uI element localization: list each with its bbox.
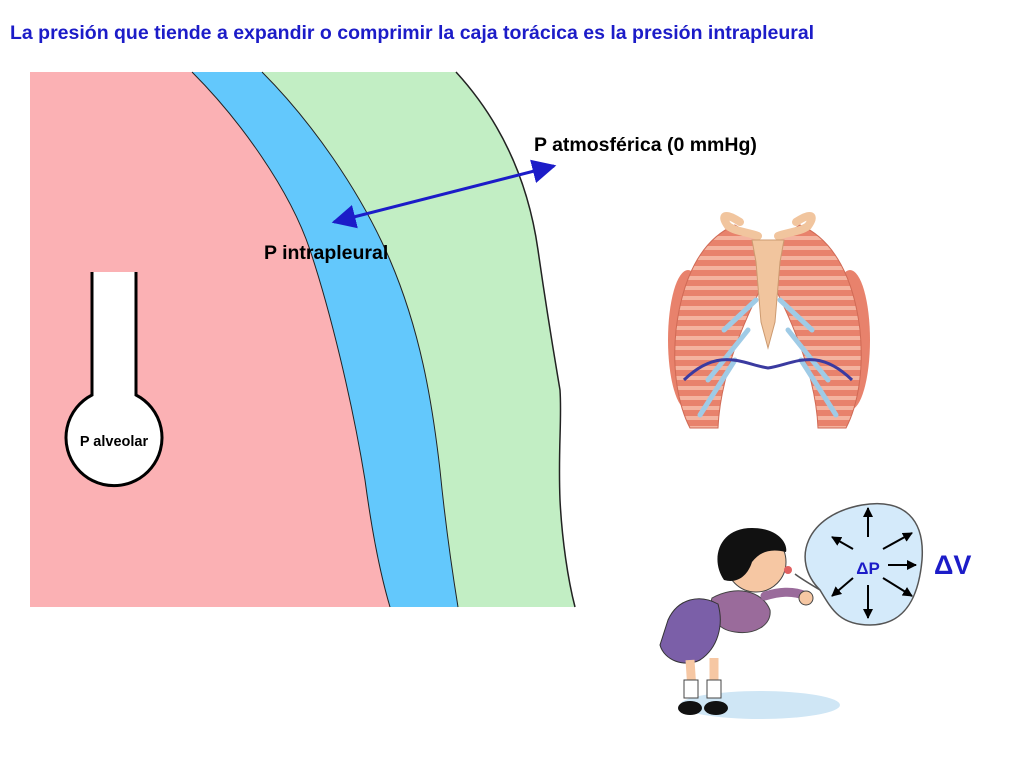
child-blowing-balloon-illustration: ΔP <box>659 503 923 719</box>
rib-cage-illustration <box>668 211 870 429</box>
double-headed-arrow-icon <box>331 159 557 229</box>
alveolus-shape: P alveolar <box>64 272 164 488</box>
p-intrapleural-label: P intrapleural <box>264 242 388 264</box>
p-atmosferica-label: P atmosférica (0 mmHg) <box>534 134 757 156</box>
delta-p-label: ΔP <box>856 559 880 578</box>
delta-v-label: ΔV <box>934 550 971 580</box>
p-alveolar-label: P alveolar <box>80 434 149 450</box>
slide-title: La presión que tiende a expandir o compr… <box>10 22 815 44</box>
